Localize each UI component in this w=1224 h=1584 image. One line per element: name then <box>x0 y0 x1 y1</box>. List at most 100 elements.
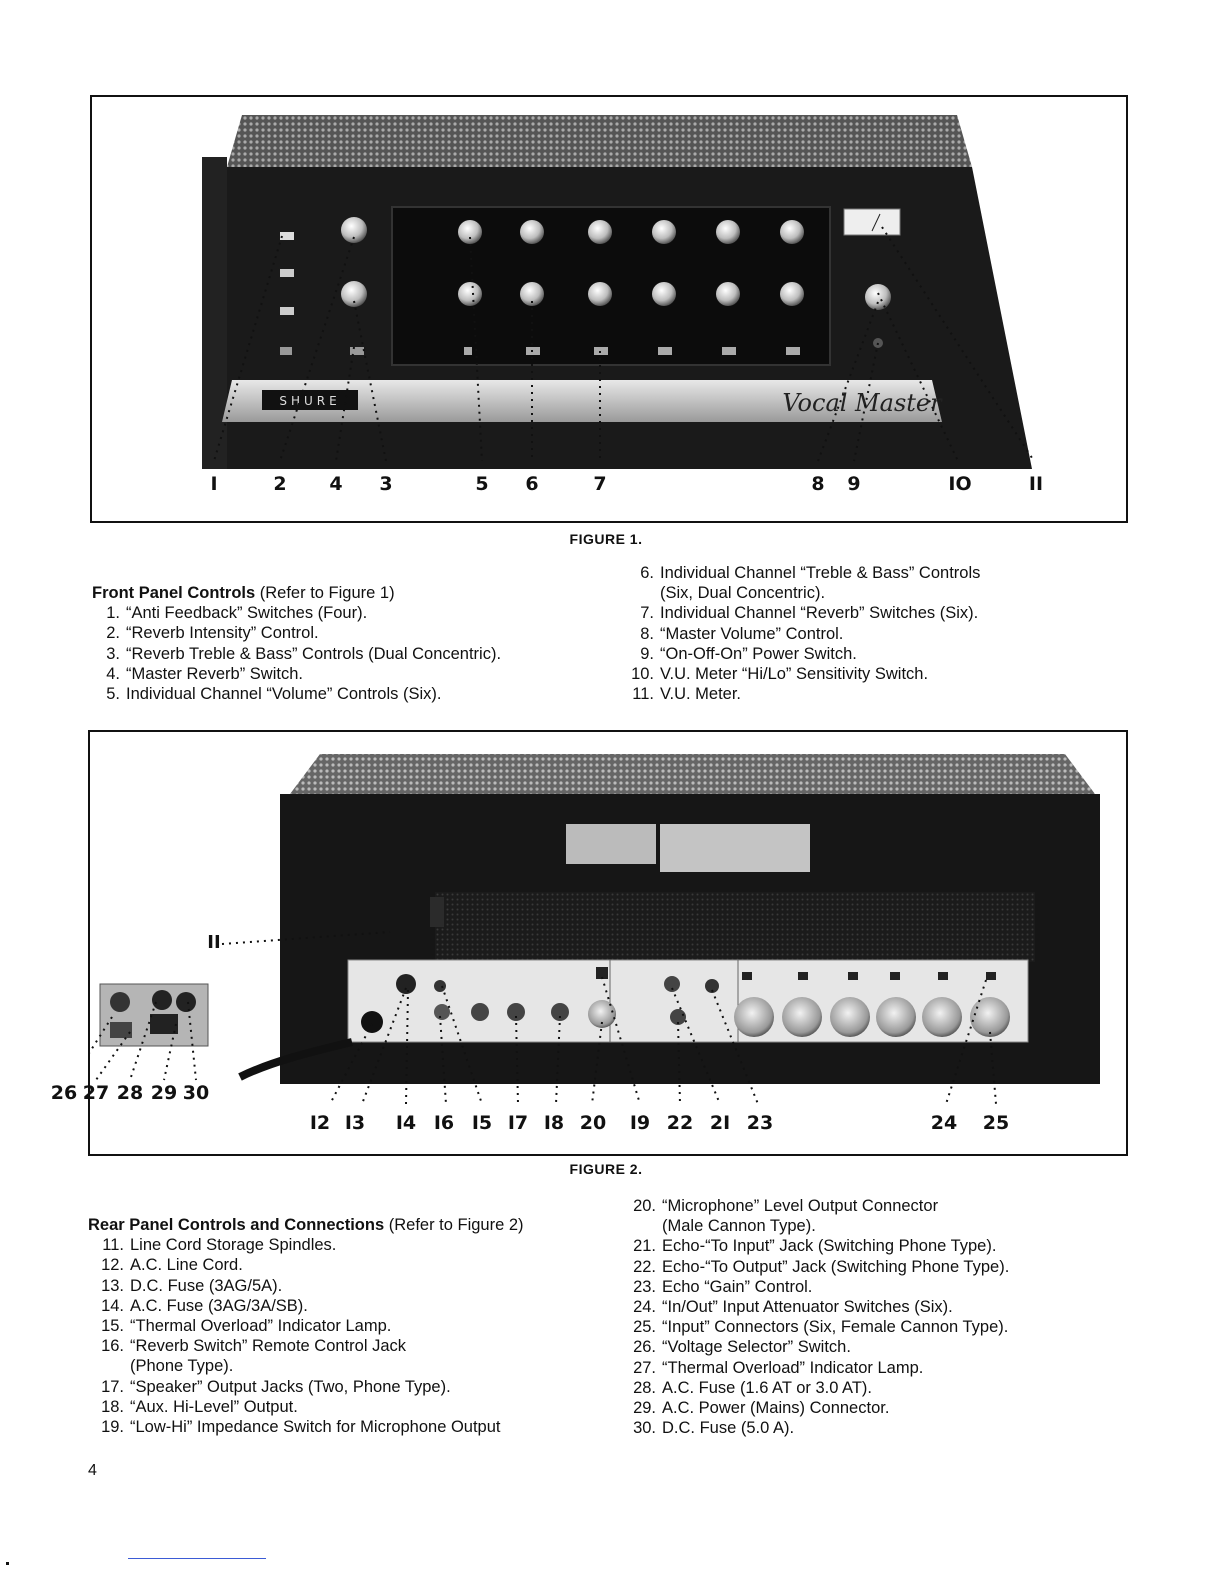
list-item: 20. “Microphone” Level Output Connector <box>620 1196 1110 1216</box>
callout-2: 2 <box>273 473 287 495</box>
list-item: 30.D.C. Fuse (5.0 A). <box>620 1418 1110 1438</box>
item-text: Individual Channel “Reverb” Switches (Si… <box>660 604 979 623</box>
item-text: “Speaker” Output Jacks (Two, Phone Type)… <box>130 1377 451 1396</box>
list-item: 9. “On-Off-On” Power Switch. <box>626 644 1096 664</box>
list-item: 12. A.C. Line Cord. <box>88 1255 614 1275</box>
item-text: A.C. Fuse (3AG/3A/SB). <box>130 1296 308 1315</box>
item-text: “On-Off-On” Power Switch. <box>660 644 857 663</box>
front-panel-ref: (Refer to Figure 1) <box>259 584 395 602</box>
item-text: A.C. Power (Mains) Connector. <box>662 1399 890 1418</box>
callout-26: 26 <box>50 1082 78 1104</box>
item-text: Individual Channel “Treble & Bass” Contr… <box>660 564 981 582</box>
list-item: 8. “Master Volume” Control. <box>626 624 1096 644</box>
item-continuation: (Phone Type). <box>130 1357 234 1376</box>
item-text: “Microphone” Level Output Connector <box>662 1197 939 1215</box>
callout-16: I6 <box>433 1112 455 1134</box>
list-item: 28. A.C. Fuse (1.6 AT or 3.0 AT). <box>620 1378 1110 1398</box>
rear-panel-photo <box>90 754 1100 1105</box>
item-number: 5. <box>106 685 120 704</box>
item-text: “In/Out” Input Attenuator Switches (Six)… <box>662 1298 953 1317</box>
list-item: 27. “Thermal Overload” Indicator Lamp. <box>620 1358 1110 1378</box>
callout-24: 24 <box>930 1112 958 1134</box>
item-text: “Low-Hi” Impedance Switch for Microphone… <box>130 1418 501 1437</box>
callout-15: I5 <box>471 1112 493 1134</box>
item-text: “Master Reverb” Switch. <box>126 664 303 683</box>
rear-panel-list-right: 20.“Microphone” Level Output Connector (… <box>620 1196 1110 1438</box>
callout-23: 23 <box>746 1112 774 1134</box>
item-text: V.U. Meter “Hi/Lo” Sensitivity Switch. <box>660 665 929 684</box>
callout-13: I3 <box>344 1112 366 1134</box>
callout-3: 3 <box>379 473 393 495</box>
callout-21: 2I <box>709 1112 731 1134</box>
item-number: 15. <box>101 1317 124 1336</box>
list-item: 15.“Thermal Overload” Indicator Lamp. <box>88 1316 614 1336</box>
callout-25: 25 <box>982 1112 1010 1134</box>
callout-6: 6 <box>525 473 539 495</box>
callout-28: 28 <box>116 1082 144 1104</box>
item-number: 9. <box>640 644 654 663</box>
list-item: 23.Echo “Gain” Control. <box>620 1277 1110 1297</box>
item-text: “Reverb Intensity” Control. <box>126 624 319 643</box>
item-text: Echo-“To Output” Jack (Switching Phone T… <box>662 1257 1010 1276</box>
rear-panel-list-left: Rear Panel Controls and Connections (Ref… <box>88 1215 614 1437</box>
list-item: 21.Echo-“To Input” Jack (Switching Phone… <box>620 1236 1110 1256</box>
item-text: Individual Channel “Volume” Controls (Si… <box>126 685 442 704</box>
item-text: D.C. Fuse (5.0 A). <box>662 1419 795 1438</box>
callout-20: 20 <box>579 1112 607 1134</box>
callout-14: I4 <box>395 1112 417 1134</box>
item-number: 16. <box>101 1337 124 1356</box>
item-text: “Anti Feedback” Switches (Four). <box>126 604 368 623</box>
item-text: “Master Volume” Control. <box>660 624 844 643</box>
front-panel-heading: Front Panel Controls (Refer to Figure 1) <box>92 583 612 603</box>
list-item: 19. “Low-Hi” Impedance Switch for Microph… <box>88 1417 614 1437</box>
item-number: 13. <box>101 1276 124 1295</box>
callout-7: 7 <box>593 473 607 495</box>
item-number: 3. <box>106 644 120 663</box>
list-item: 13.D.C. Fuse (3AG/5A). <box>88 1276 614 1296</box>
callout-10: IO <box>948 473 972 495</box>
list-item: 26.“Voltage Selector” Switch. <box>620 1337 1110 1357</box>
brand-label: SHURE <box>279 394 340 408</box>
list-item: 5. Individual Channel “Volume” Controls (… <box>92 684 612 704</box>
item-text: A.C. Fuse (1.6 AT or 3.0 AT). <box>662 1378 872 1397</box>
item-number: 24. <box>633 1298 656 1317</box>
list-item: 3.“Reverb Treble & Bass” Controls (Dual … <box>92 644 612 664</box>
item-text: “Thermal Overload” Indicator Lamp. <box>662 1358 924 1377</box>
model-script: Vocal Master <box>782 389 943 417</box>
item-number: 17. <box>101 1377 124 1396</box>
front-panel-photo: SHURE Vocal Master <box>202 115 1035 469</box>
callout-29: 29 <box>150 1082 178 1104</box>
callout-4: 4 <box>329 473 343 495</box>
figure-1-caption: FIGURE 1. <box>569 531 643 547</box>
item-number: 11. <box>102 1236 124 1255</box>
callout-27: 27 <box>82 1082 110 1104</box>
front-panel-list-left: Front Panel Controls (Refer to Figure 1)… <box>92 583 612 704</box>
rear-panel-ref: (Refer to Figure 2) <box>388 1216 524 1234</box>
callout-9: 9 <box>847 473 861 495</box>
item-number: 12. <box>101 1256 124 1275</box>
item-number: 27. <box>633 1358 656 1377</box>
list-item: 22.Echo-“To Output” Jack (Switching Phon… <box>620 1257 1110 1277</box>
front-panel-title: Front Panel Controls <box>92 584 256 602</box>
item-number: 28. <box>633 1378 656 1397</box>
item-number: 6. <box>640 564 654 582</box>
item-number: 25. <box>633 1318 656 1337</box>
list-item: 14. A.C. Fuse (3AG/3A/SB). <box>88 1296 614 1316</box>
list-item: 18.“Aux. Hi-Level” Output. <box>88 1397 614 1417</box>
item-number: 19. <box>101 1418 124 1437</box>
callout-12: I2 <box>309 1112 331 1134</box>
footer-mark <box>6 1562 9 1565</box>
item-number: 14. <box>101 1296 124 1315</box>
item-number: 20. <box>633 1197 656 1215</box>
list-item: 29. A.C. Power (Mains) Connector. <box>620 1398 1110 1418</box>
item-number: 10. <box>631 665 654 684</box>
list-item: 25.“Input” Connectors (Six, Female Canno… <box>620 1317 1110 1337</box>
item-text: A.C. Line Cord. <box>130 1256 243 1275</box>
item-text: Line Cord Storage Spindles. <box>130 1236 337 1255</box>
callout-18: I8 <box>543 1112 565 1134</box>
item-number: 29. <box>633 1399 656 1418</box>
list-item: 10. V.U. Meter “Hi/Lo” Sensitivity Switch… <box>626 664 1096 684</box>
item-number: 8. <box>640 624 654 643</box>
list-item: 16.“Reverb Switch” Remote Control Jack <box>88 1336 614 1356</box>
callout-11-rear: II <box>207 932 221 953</box>
